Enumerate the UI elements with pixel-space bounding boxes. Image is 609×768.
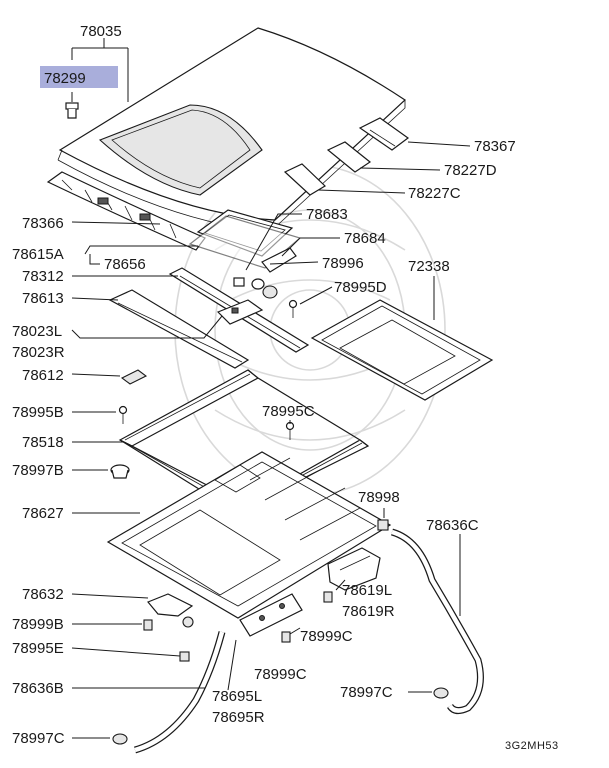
label-78299: 78299: [44, 70, 86, 87]
drain-hose-78636B: [133, 631, 226, 754]
label-78996: 78996: [322, 255, 364, 272]
callout-labels: 78035 78299 78367 78227D 78227C 78366 78…: [12, 23, 559, 752]
label-78999C-b: 78999C: [254, 666, 307, 683]
bracket-78695: [239, 593, 303, 637]
label-78619R: 78619R: [342, 603, 395, 620]
bracket-78227C: [283, 163, 326, 196]
label-78695R: 78695R: [212, 709, 265, 726]
screw-78995C: [285, 421, 295, 440]
bolt-78999C-a: [323, 591, 333, 603]
screw-78995B: [118, 405, 128, 424]
trim-78613: [108, 289, 250, 369]
leader-lines: [71, 38, 471, 739]
label-78995C: 78995C: [262, 403, 315, 420]
label-78518: 78518: [22, 434, 64, 451]
grommet-78997C-a: [433, 687, 449, 699]
label-78997C-a: 78997C: [340, 684, 393, 701]
clip-78683: [233, 277, 245, 287]
rear-bracket-78367: [358, 117, 410, 151]
bolt-78999C-b: [281, 631, 291, 643]
label-78995E: 78995E: [12, 640, 64, 657]
label-78613: 78613: [22, 290, 64, 307]
label-78632: 78632: [22, 586, 64, 603]
bracket-78619: [327, 547, 381, 591]
clip-78612: [120, 369, 148, 385]
bracket-78227D: [326, 141, 372, 173]
label-78023L: 78023L: [12, 323, 62, 340]
bolt-78999B: [143, 619, 153, 631]
label-78227D: 78227D: [444, 162, 497, 179]
bolt-78299: [65, 102, 79, 119]
grommet-78997B: [110, 464, 130, 479]
label-78997C-b: 78997C: [12, 730, 65, 747]
drain-hose-78636C: [390, 528, 484, 715]
label-78636C: 78636C: [426, 517, 479, 534]
label-78612: 78612: [22, 367, 64, 384]
cap-78998: [377, 519, 389, 531]
label-78999B: 78999B: [12, 616, 64, 633]
label-78997B: 78997B: [12, 462, 64, 479]
label-78656: 78656: [104, 256, 146, 273]
bracket-78684: [261, 247, 297, 273]
label-78627: 78627: [22, 505, 64, 522]
diagram-code: 3G2MH53: [505, 740, 559, 752]
label-78683: 78683: [306, 206, 348, 223]
screw-78995D: [288, 299, 298, 318]
glass-panel-78656: [188, 209, 302, 269]
roof-panel-78035: [57, 27, 406, 233]
tray-78627: [106, 451, 392, 619]
label-78035: 78035: [80, 23, 122, 40]
label-78695L: 78695L: [212, 688, 262, 705]
label-78636B: 78636B: [12, 680, 64, 697]
label-78619L: 78619L: [342, 582, 392, 599]
label-78998: 78998: [358, 489, 400, 506]
bolt-78995E: [179, 651, 190, 662]
label-78366: 78366: [22, 215, 64, 232]
label-78684: 78684: [344, 230, 386, 247]
grommet-78997C-b: [112, 733, 128, 745]
highlight-78299: [40, 66, 118, 88]
label-72338: 72338: [408, 258, 450, 275]
label-78615A: 78615A: [12, 246, 64, 263]
label-78312: 78312: [22, 268, 64, 285]
label-78995B: 78995B: [12, 404, 64, 421]
label-78995D: 78995D: [334, 279, 387, 296]
label-78999C-a: 78999C: [300, 628, 353, 645]
label-78023R: 78023R: [12, 344, 65, 361]
motor-78632: [147, 593, 194, 628]
label-78227C: 78227C: [408, 185, 461, 202]
trim-panel-72338: [310, 299, 494, 401]
cap-78996: [251, 278, 278, 299]
label-78367: 78367: [474, 138, 516, 155]
slide-bracket-78023: [216, 299, 264, 325]
